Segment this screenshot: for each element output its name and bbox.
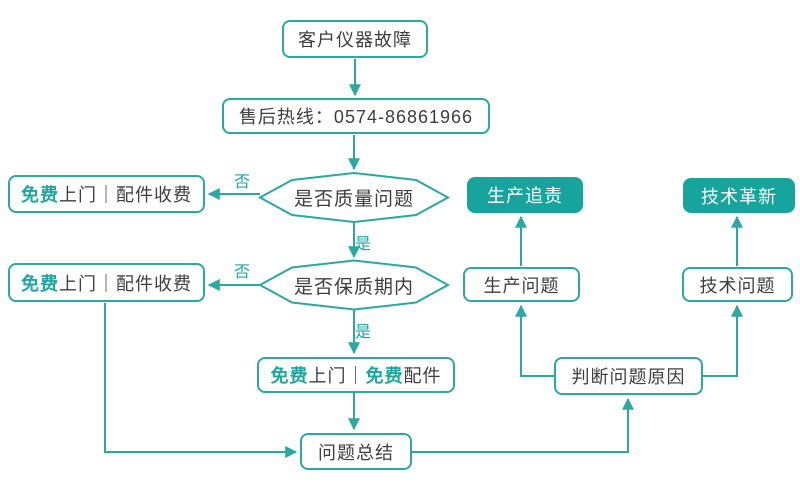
edge-label-warranty-yes: 是 (354, 324, 371, 341)
label-part: 配件 (403, 366, 442, 386)
node-judge-cause: 判断问题原因 (554, 357, 703, 395)
node-problem-summary: 问题总结 (300, 433, 412, 470)
label-part-accent: 免费 (270, 366, 309, 386)
decision-quality-shape (257, 171, 451, 224)
label-part: 上门｜ (308, 366, 366, 386)
edge-summary-to-judge (412, 397, 634, 453)
edge-judge-to-tech (703, 304, 743, 377)
edge-label-quality-no: 否 (233, 174, 250, 191)
label-part-accent: 免费 (21, 185, 59, 205)
node-production-accountability: 生产追责 (467, 177, 583, 213)
node-tech-innovation: 技术革新 (683, 178, 795, 213)
node-customer-fault: 客户仪器故障 (282, 20, 428, 58)
node-decision-warranty: 是否保质期内 (293, 276, 414, 298)
node-free-visit-paid-parts-bottom: 免费上门｜配件收费 (8, 263, 205, 302)
node-free-visit-free-parts: 免费上门｜免费配件 (257, 357, 455, 393)
decision-warranty-shape (257, 259, 451, 311)
node-free-visit-paid-parts-top: 免费上门｜配件收费 (8, 175, 205, 213)
label-part-accent: 免费 (21, 273, 59, 294)
label-part: 上门｜配件收费 (59, 273, 192, 294)
label-part: 上门｜配件收费 (59, 185, 192, 205)
node-production-issue: 生产问题 (463, 267, 580, 302)
node-hotline: 售后热线：0574-86861966 (222, 98, 490, 134)
node-decision-quality: 是否质量问题 (293, 189, 414, 210)
edge-paidparts-to-summary (104, 303, 298, 458)
edge-label-warranty-no: 否 (233, 264, 250, 281)
edge-label-quality-yes: 是 (354, 236, 371, 253)
node-tech-issue: 技术问题 (682, 267, 793, 302)
label-part-accent: 免费 (365, 366, 404, 386)
edge-judge-to-production (515, 304, 554, 377)
